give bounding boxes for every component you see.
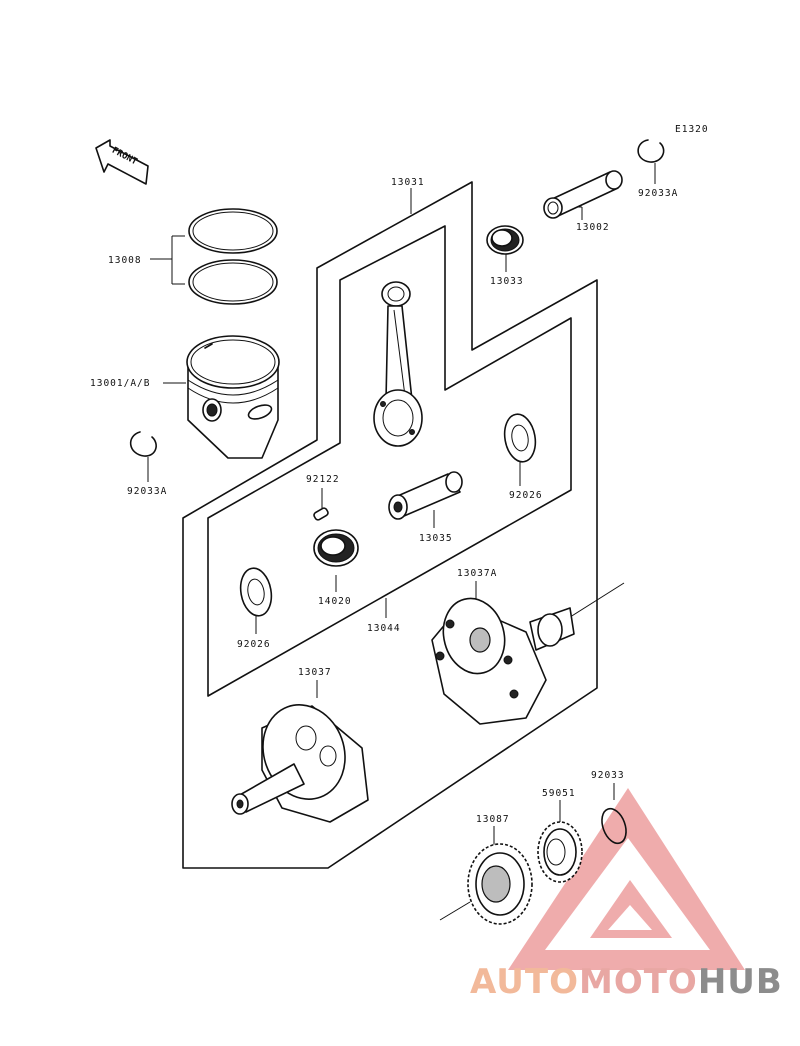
label-13044: 13044 xyxy=(367,623,401,634)
needle-bearing-small-end xyxy=(486,225,524,255)
piston-pin xyxy=(543,170,623,219)
connecting-rod xyxy=(373,281,423,447)
label-13008: 13008 xyxy=(108,255,142,266)
watermark-triangle-icon xyxy=(508,788,745,970)
label-13033: 13033 xyxy=(490,276,524,287)
crank-pin xyxy=(388,471,463,520)
label-92026-left: 92026 xyxy=(237,639,271,650)
label-92033a-left: 92033A xyxy=(127,486,167,497)
label-59051: 59051 xyxy=(542,788,576,799)
front-arrow-icon: FRONT xyxy=(95,139,149,185)
watermark-part1: AUTO xyxy=(470,962,579,1002)
diagram-code: E1320 xyxy=(675,124,709,135)
group-outline xyxy=(182,181,598,869)
thrust-washer-left xyxy=(239,567,273,617)
label-92033a-top: 92033A xyxy=(638,188,678,199)
crankshaft-half-left xyxy=(231,704,369,823)
crank-pin-dowel xyxy=(313,507,329,521)
piston-rings xyxy=(188,208,278,305)
label-13035: 13035 xyxy=(419,533,453,544)
watermark-part2: MOTO xyxy=(578,962,698,1002)
snap-ring xyxy=(601,807,627,845)
large-gear xyxy=(467,843,533,925)
label-13002: 13002 xyxy=(576,222,610,233)
piston xyxy=(186,335,280,459)
crankshaft-half-right xyxy=(431,597,575,725)
needle-bearing-big-end xyxy=(313,529,359,567)
thrust-washer-right xyxy=(503,413,537,463)
label-92122: 92122 xyxy=(306,474,340,485)
watermark-text: AUTOMOTOHUB xyxy=(470,962,783,1002)
label-92026-right: 92026 xyxy=(509,490,543,501)
label-13001: 13001/A/B xyxy=(90,378,150,389)
label-13031: 13031 xyxy=(391,177,425,188)
circlip-top xyxy=(637,139,665,163)
small-gear xyxy=(537,821,583,883)
label-13037a: 13037A xyxy=(457,568,497,579)
watermark-part3: HUB xyxy=(697,962,783,1002)
label-92033: 92033 xyxy=(591,770,625,781)
label-13037: 13037 xyxy=(298,667,332,678)
circlip-left xyxy=(129,431,157,457)
label-14020: 14020 xyxy=(318,596,352,607)
label-13087: 13087 xyxy=(476,814,510,825)
